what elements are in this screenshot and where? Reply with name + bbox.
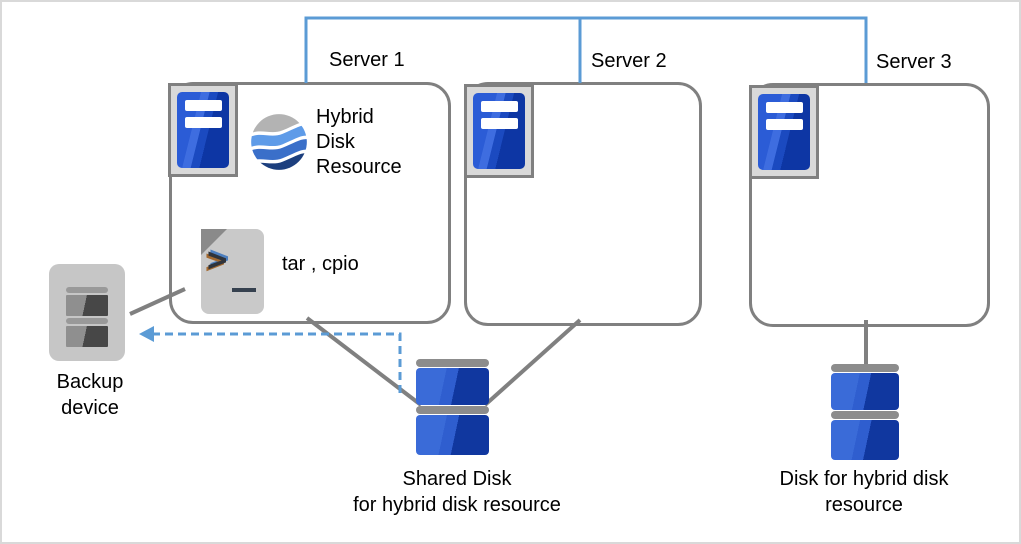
server-slot: [766, 119, 803, 130]
hybrid-disk-icon: [831, 364, 899, 461]
wave-sphere-icon: [251, 114, 307, 170]
hybrid-disk-label: Disk for hybrid disk resource: [739, 466, 989, 518]
backup-device-label-line: device: [61, 397, 119, 419]
drive-bay: [66, 326, 108, 347]
server1-label: Server 1: [329, 49, 405, 71]
disk-cap: [831, 364, 899, 372]
hdr-label-line: Hybrid: [316, 106, 374, 128]
hybrid-disk-label-line: Disk for hybrid disk: [779, 468, 949, 490]
backup-device-label: Backup device: [32, 369, 148, 421]
server-slot: [481, 101, 518, 112]
server-slot: [766, 102, 803, 113]
shell-script-document-icon: >: [201, 229, 264, 314]
shared-disk-label-line: Shared Disk: [402, 468, 512, 490]
drive-bar: [66, 318, 108, 324]
disk-body: [831, 420, 899, 460]
server-face: [473, 93, 525, 169]
backup-device-label-line: Backup: [56, 371, 124, 393]
server3-label: Server 3: [876, 51, 952, 73]
server1-to-shared-disk-line: [305, 316, 423, 407]
hdr-label-line: Disk: [316, 131, 355, 153]
drive-bay: [66, 295, 108, 316]
shared-disk-label: Shared Disk for hybrid disk resource: [332, 466, 582, 518]
tape-drive-icon: [49, 264, 125, 361]
shared-disk-icon: [416, 359, 489, 456]
server-tower-icon: [749, 85, 819, 179]
server-slot: [481, 118, 518, 129]
disk-body: [831, 373, 899, 410]
left-dashed-arrow-icon: [139, 326, 154, 342]
disk-cap: [416, 406, 489, 414]
server-face: [177, 92, 229, 168]
hybrid-disk-resource-label: Hybrid Disk Resource: [316, 105, 402, 180]
drive-bar: [66, 287, 108, 293]
server2-label: Server 2: [591, 50, 667, 72]
prompt-glyph: >: [207, 240, 228, 280]
disk-cap: [831, 411, 899, 419]
tape-drive-slots: [66, 287, 108, 349]
disk-body: [416, 415, 489, 455]
cursor-glyph: [232, 288, 256, 292]
server2-to-shared-disk-line: [483, 318, 582, 407]
server-slot: [185, 117, 222, 128]
server-tower-icon: [464, 84, 534, 178]
backup-tools-label: tar , cpio: [282, 253, 359, 275]
server-tower-icon: [168, 83, 238, 177]
disk-body: [416, 368, 489, 405]
hybrid-disk-label-line: resource: [825, 494, 903, 516]
backup-flow-dashed-line: [143, 332, 402, 393]
server-slot: [185, 100, 222, 111]
shared-disk-label-line: for hybrid disk resource: [353, 494, 561, 516]
hdr-label-line: Resource: [316, 156, 402, 178]
disk-cap: [416, 359, 489, 367]
server-face: [758, 94, 810, 170]
